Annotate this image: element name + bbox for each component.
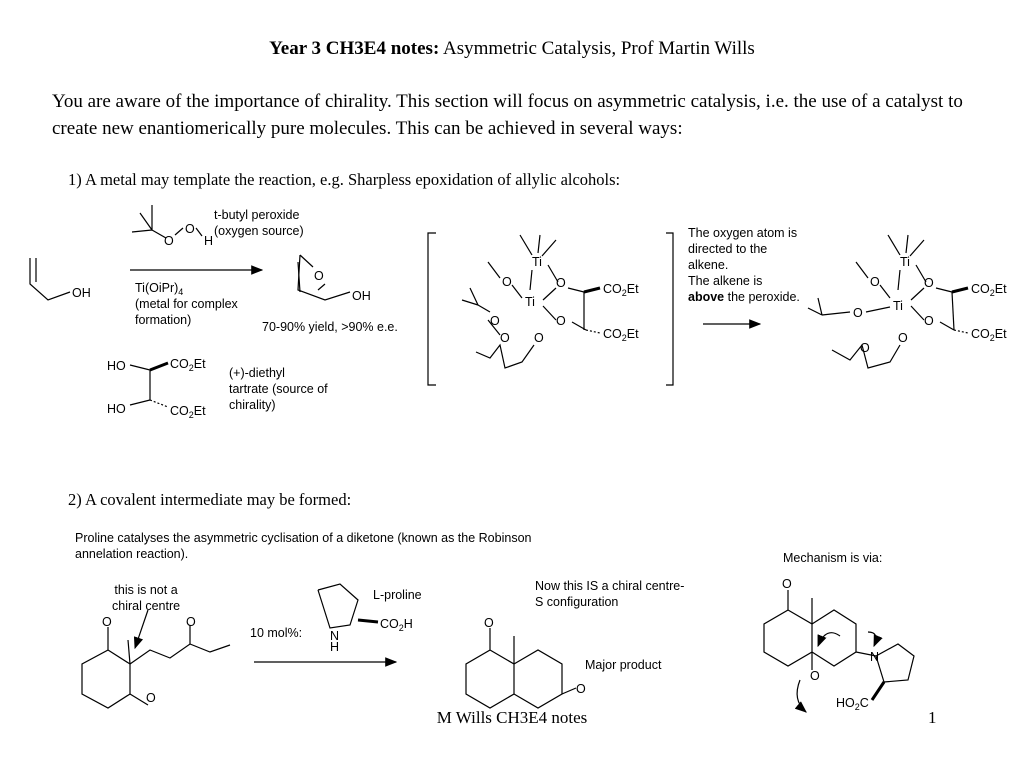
metal-label-line2: (metal for complex [135,297,238,311]
peroxide-label: t-butyl peroxide (oxygen source) [214,207,304,239]
svg-text:O: O [853,306,863,320]
svg-text:O: O [860,341,870,355]
tbutyl-peroxide-structure [131,205,203,239]
oxygen-note: The oxygen atom is directed to the alken… [688,225,800,305]
svg-text:O: O [484,616,494,630]
peroxide-label-line1: t-butyl peroxide [214,208,300,222]
svg-text:O: O [102,615,112,629]
svg-text:O: O [500,331,510,345]
svg-text:CO2Et: CO2Et [971,282,1007,298]
svg-text:HO2C: HO2C [836,696,869,712]
metal-label: Ti(OiPr)4 (metal for complex formation) [135,280,238,328]
svg-text:O: O [314,269,324,283]
svg-text:CO2Et: CO2Et [603,327,639,343]
enamine-mechanism-structure [763,590,915,713]
not-chiral-line1: this is not a [114,583,178,597]
svg-text:O: O [810,669,820,683]
metal-formula: Ti(OiPr) [135,281,179,295]
diethyl-tartrate-structure [129,361,169,408]
not-chiral-line2: chiral centre [112,599,181,613]
svg-text:OH: OH [72,286,91,300]
svg-text:O: O [556,276,566,290]
tartrate-label-line1: (+)-diethyl [229,366,285,380]
tartrate-label-line2: tartrate (source of [229,382,328,396]
diketone-structure [81,609,231,709]
chiral-centre-line2: S configuration [535,595,619,609]
metal-label-line3: formation) [135,313,192,327]
svg-text:HO: HO [107,402,126,416]
right-bracket [666,232,674,386]
footer-text: M Wills CH3E4 notes [436,708,588,727]
svg-text:O: O [185,222,195,236]
tartrate-label-line3: chirality) [229,398,276,412]
svg-text:O: O [924,314,934,328]
svg-text:O: O [782,577,792,591]
titanium-complex-structure [461,234,601,369]
oxygen-note-line2: directed to the [688,242,768,256]
svg-text:OH: OH [352,289,371,303]
svg-text:O: O [870,275,880,289]
allyl-alcohol-structure [29,258,71,301]
oxygen-note-line3: alkene. [688,258,729,272]
svg-text:Ti: Ti [532,255,542,269]
peroxide-label-line2: (oxygen source) [214,224,304,238]
title-rest: Asymmetric Catalysis, Prof Martin Wills [439,38,755,59]
svg-text:H: H [204,234,213,248]
chiral-centre-label: Now this IS a chiral centre- S configura… [535,578,684,610]
proline-description: Proline catalyses the asymmetric cyclisa… [75,530,531,562]
svg-text:Ti: Ti [893,299,903,313]
proline-description-line2: annelation reaction). [75,547,189,561]
section1-heading: 1) A metal may template the reaction, e.… [68,170,621,189]
proline-description-line1: Proline catalyses the asymmetric cyclisa… [75,531,532,545]
svg-text:N: N [870,650,879,664]
svg-text:O: O [556,314,566,328]
svg-text:CO2Et: CO2Et [170,357,206,373]
svg-text:H: H [330,640,339,654]
mechanism-label: Mechanism is via: [783,551,883,565]
oxygen-note-rest: the peroxide. [724,290,800,304]
proline-label: L-proline [373,588,422,602]
svg-text:O: O [898,331,908,345]
svg-text:O: O [924,276,934,290]
svg-text:Ti: Ti [900,255,910,269]
epoxide-product-structure [297,254,351,301]
svg-text:CO2Et: CO2Et [170,404,206,420]
metal-label-line1: Ti(OiPr)4 [135,280,238,297]
page-title: Year 3 CH3E4 notes: Asymmetric Catalysis… [0,38,1024,60]
mol-label: 10 mol%: [250,626,303,640]
svg-text:O: O [164,234,174,248]
svg-text:O: O [146,691,156,705]
tartrate-label: (+)-diethyl tartrate (source of chiralit… [229,365,328,413]
metal-formula-sub: 4 [178,287,184,297]
proline-structure [317,583,379,629]
atom-labels: OH O O H O OH HO CO2Et HO CO2Et Ti O O T… [72,222,1007,712]
oxygen-note-line5: above the peroxide. [688,289,800,305]
page-number: 1 [928,708,937,727]
left-bracket [427,232,436,386]
svg-text:CO2H: CO2H [380,617,413,633]
oxygen-note-line1: The oxygen atom is [688,226,798,240]
titanium-complex-2-structure [807,234,969,369]
svg-text:CO2Et: CO2Et [971,327,1007,343]
chiral-centre-line1: Now this IS a chiral centre- [535,579,685,593]
svg-text:CO2Et: CO2Et [603,282,639,298]
title-bold: Year 3 CH3E4 notes: [269,38,440,59]
svg-text:O: O [502,275,512,289]
bicyclic-product-structure [465,628,577,709]
svg-text:O: O [576,682,586,696]
svg-text:HO: HO [107,359,126,373]
section2-heading: 2) A covalent intermediate may be formed… [68,490,352,509]
oxygen-note-line4: The alkene is [688,274,763,288]
svg-text:N: N [330,629,339,643]
svg-text:O: O [490,314,500,328]
not-chiral-label: this is not a chiral centre [112,582,180,614]
major-product-label: Major product [585,658,662,672]
yield-label: 70-90% yield, >90% e.e. [262,320,398,334]
svg-text:O: O [186,615,196,629]
svg-text:O: O [534,331,544,345]
oxygen-note-bold: above [688,290,725,304]
svg-text:Ti: Ti [525,295,535,309]
intro-paragraph: You are aware of the importance of chira… [52,91,963,139]
